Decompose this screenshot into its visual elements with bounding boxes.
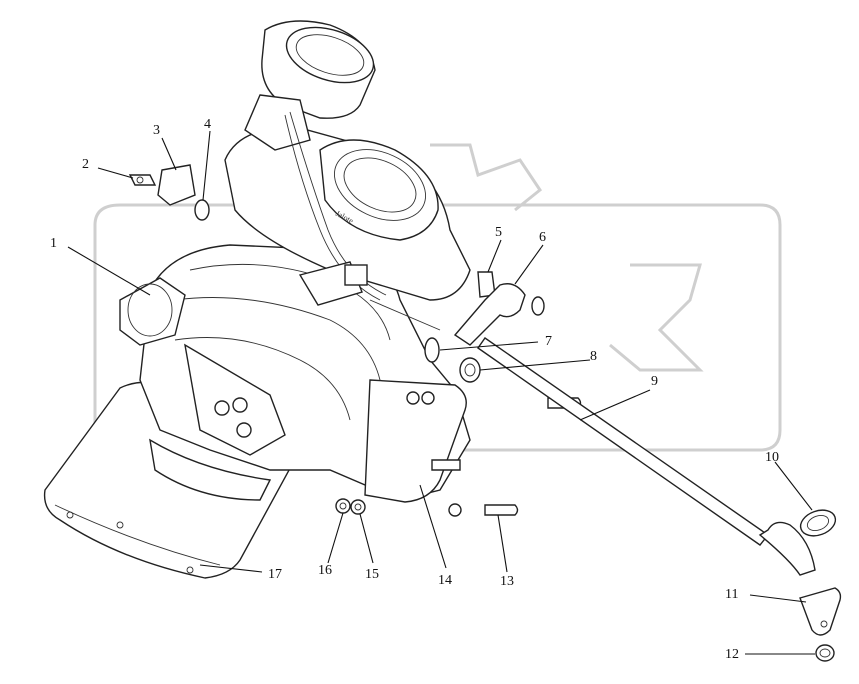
callout-12: 12 (725, 647, 739, 662)
callout-15: 15 (365, 567, 379, 582)
exhaust-flange (364, 379, 467, 517)
compressor-housing: Jalote (224, 20, 471, 301)
callout-11: 11 (725, 587, 738, 602)
hose-6 (453, 283, 545, 346)
callout-10: 10 (765, 450, 779, 465)
gasket-11 (799, 587, 842, 636)
fitting-2 (128, 174, 157, 186)
nut-16 (335, 498, 351, 514)
gear-watermark-icon (93, 143, 782, 487)
seal-7 (424, 337, 440, 363)
elbow-3 (157, 164, 196, 206)
callout-3: 3 (153, 123, 160, 138)
callout-5: 5 (495, 225, 502, 240)
callout-4: 4 (204, 117, 211, 132)
callout-labels: 1 2 3 4 5 6 7 8 9 10 11 12 13 14 15 16 1… (50, 117, 779, 662)
washer-12 (815, 644, 835, 662)
callout-14: 14 (438, 573, 452, 588)
nut-15 (350, 499, 366, 515)
actuator-hoses (284, 111, 441, 331)
washer-4 (194, 199, 210, 221)
callout-17: 17 (268, 567, 282, 582)
callout-9: 9 (651, 374, 658, 389)
callout-6: 6 (539, 230, 546, 245)
callout-2: 2 (82, 157, 89, 172)
callout-13: 13 (500, 574, 514, 589)
leader-lines (67, 130, 815, 655)
hose-10 (758, 509, 837, 576)
fitting-8 (459, 357, 481, 383)
callout-1: 1 (50, 236, 57, 251)
oil-return-tube (477, 337, 770, 546)
callout-7: 7 (545, 334, 552, 349)
callout-8: 8 (590, 349, 597, 364)
callout-16: 16 (318, 563, 332, 578)
